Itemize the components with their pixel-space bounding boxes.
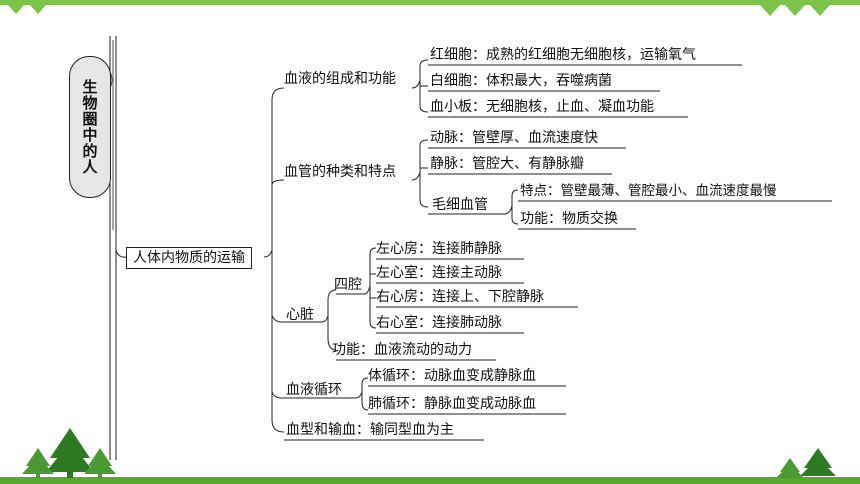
blood-transfusion-branch: 血型和输血：输同型血为主 <box>286 422 454 438</box>
capillary-node: 毛细血管 <box>432 197 488 213</box>
heart-branch: 心脏 <box>286 307 314 323</box>
top-right-triangle <box>810 5 830 16</box>
right-atrium-leaf: 右心房：连接上、下腔静脉 <box>376 289 544 305</box>
bottom-accent-bar <box>0 477 860 484</box>
pulmonary-circulation-leaf: 肺循环：静脉血变成动脉血 <box>368 396 536 412</box>
top-right-triangle <box>760 5 780 16</box>
circulation-branch: 血液循环 <box>286 382 342 398</box>
top-left-triangle <box>30 5 46 14</box>
top-right-triangle <box>785 5 805 16</box>
platelet-leaf: 血小板：无细胞核，止血、凝血功能 <box>430 99 654 115</box>
tree-icon <box>46 428 94 478</box>
heart-function-leaf: 功能：血液流动的动力 <box>332 342 472 358</box>
tree-icon <box>84 448 116 478</box>
blood-vessel-branch: 血管的种类和特点 <box>284 164 396 180</box>
root-label: 生物圈中的人 <box>80 79 99 175</box>
capillary-function-leaf: 功能：物质交换 <box>520 211 618 227</box>
main-topic: 人体内物质的运输 <box>126 247 252 269</box>
root-node: 生物圈中的人 <box>69 56 111 198</box>
capillary-feature-leaf: 特点：管壁最薄、管腔最小、血流速度最慢 <box>520 183 777 199</box>
tree-icon <box>800 448 836 476</box>
red-blood-cell-leaf: 红细胞：成熟的红细胞无细胞核，运输氧气 <box>430 47 696 63</box>
artery-leaf: 动脉：管壁厚、血流速度快 <box>430 130 598 146</box>
right-ventricle-leaf: 右心室：连接肺动脉 <box>376 315 502 331</box>
left-ventricle-leaf: 左心室：连接主动脉 <box>376 265 502 281</box>
tree-icon <box>776 458 804 478</box>
tree-icon <box>22 448 54 478</box>
vein-leaf: 静脉：管腔大、有静脉瓣 <box>430 156 584 172</box>
systemic-circulation-leaf: 体循环：动脉血变成静脉血 <box>368 368 536 384</box>
white-blood-cell-leaf: 白细胞：体积最大，吞噬病菌 <box>430 73 612 89</box>
left-atrium-leaf: 左心房：连接肺静脉 <box>376 241 502 257</box>
top-accent-bar <box>0 0 860 5</box>
blood-composition-branch: 血液的组成和功能 <box>284 71 396 87</box>
top-left-triangle <box>8 5 24 14</box>
four-chambers-node: 四腔 <box>334 277 362 293</box>
